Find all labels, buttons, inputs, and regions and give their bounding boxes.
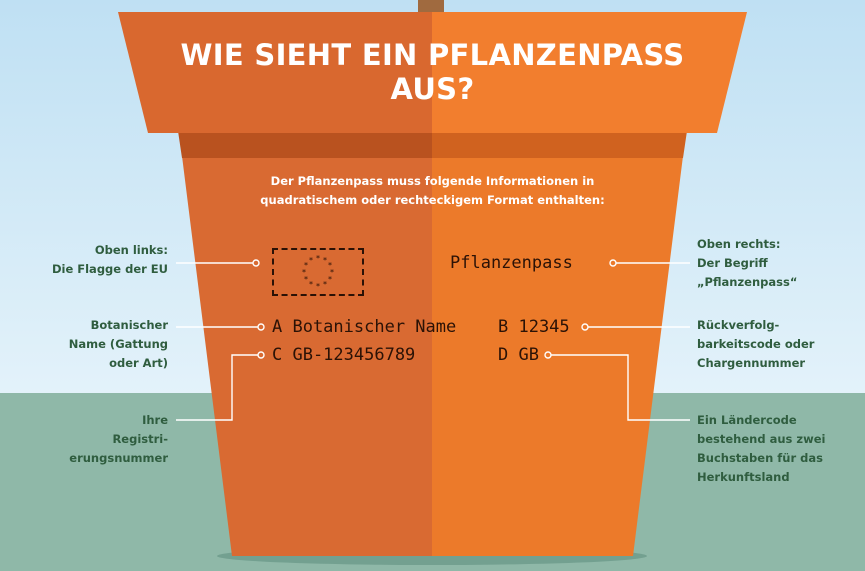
label-term-line-1: Oben rechts: <box>697 237 781 251</box>
eu-flag-icon <box>272 248 364 296</box>
label-country-line-3: Buchstaben für das <box>697 451 823 465</box>
label-term-line-2: Der Begriff <box>697 256 768 270</box>
svg-text:*: * <box>304 261 308 270</box>
label-flag: Oben links: Die Flagge der EU <box>20 241 168 279</box>
label-term: Oben rechts: Der Begriff „Pflanzenpass“ <box>697 235 857 292</box>
line-country <box>551 354 690 421</box>
pot-rim-right <box>432 12 747 133</box>
label-trace: Rückverfolg- barkeitscode oder Chargennu… <box>697 316 857 373</box>
label-botanical-line-3: oder Art) <box>109 356 168 370</box>
passport-heading: Pflanzenpass <box>450 253 573 273</box>
label-country-line-4: Herkunftsland <box>697 470 790 484</box>
label-trace-line-3: Chargennummer <box>697 356 806 370</box>
label-registration-line-2: Registri- <box>112 432 168 446</box>
label-country-line-2: bestehend aus zwei <box>697 432 826 446</box>
label-country-line-1: Ein Ländercode <box>697 413 797 427</box>
connector-dots <box>252 259 617 359</box>
passport-field-c: C GB-123456789 <box>272 345 416 365</box>
label-term-line-3: „Pflanzenpass“ <box>697 275 798 289</box>
pot-body-right <box>432 140 685 556</box>
eu-stars: * * * * * * * * * * * * <box>302 254 334 291</box>
svg-text:*: * <box>328 275 332 284</box>
pot-rim-left <box>118 12 432 133</box>
label-trace-line-2: barkeitscode oder <box>697 337 815 351</box>
svg-text:*: * <box>309 280 313 289</box>
svg-text:*: * <box>316 254 320 263</box>
rim-shadow-left <box>178 131 432 158</box>
page-title: WIE SIEHT EIN PFLANZENPASS AUS? <box>120 38 745 106</box>
passport-field-a: A Botanischer Name <box>272 317 457 337</box>
rim-shadow-right <box>432 131 687 158</box>
intro-text: Der Pflanzenpass muss folgende Informati… <box>240 172 625 210</box>
connector-lines <box>176 262 690 421</box>
pot-body-left <box>180 140 432 556</box>
svg-text:*: * <box>328 261 332 270</box>
svg-text:*: * <box>304 275 308 284</box>
line-registration <box>176 354 258 421</box>
svg-text:*: * <box>330 268 334 277</box>
intro-line-1: Der Pflanzenpass muss folgende Informati… <box>270 174 595 188</box>
label-country: Ein Ländercode bestehend aus zwei Buchst… <box>697 411 857 487</box>
label-botanical: Botanischer Name (Gattung oder Art) <box>20 316 168 373</box>
intro-line-2: quadratischem oder rechteckigem Format e… <box>260 193 605 207</box>
title-line-1: WIE SIEHT EIN PFLANZENPASS <box>180 38 685 72</box>
svg-text:*: * <box>316 282 320 291</box>
svg-text:*: * <box>323 280 327 289</box>
label-registration-line-1: Ihre <box>142 413 168 427</box>
title-line-2: AUS? <box>390 72 475 106</box>
passport-field-d: D GB <box>498 345 539 365</box>
passport-field-b: B 12345 <box>498 317 570 337</box>
label-flag-line-1: Oben links: <box>94 243 168 257</box>
svg-text:*: * <box>323 256 327 265</box>
label-registration-line-3: erungsnummer <box>69 451 168 465</box>
svg-text:*: * <box>302 268 306 277</box>
label-botanical-line-2: Name (Gattung <box>68 337 168 351</box>
svg-text:*: * <box>309 256 313 265</box>
plant-stem <box>418 0 444 14</box>
label-trace-line-1: Rückverfolg- <box>697 318 780 332</box>
label-registration: Ihre Registri- erungsnummer <box>20 411 168 468</box>
label-botanical-line-1: Botanischer <box>90 318 168 332</box>
label-flag-line-2: Die Flagge der EU <box>51 262 168 276</box>
